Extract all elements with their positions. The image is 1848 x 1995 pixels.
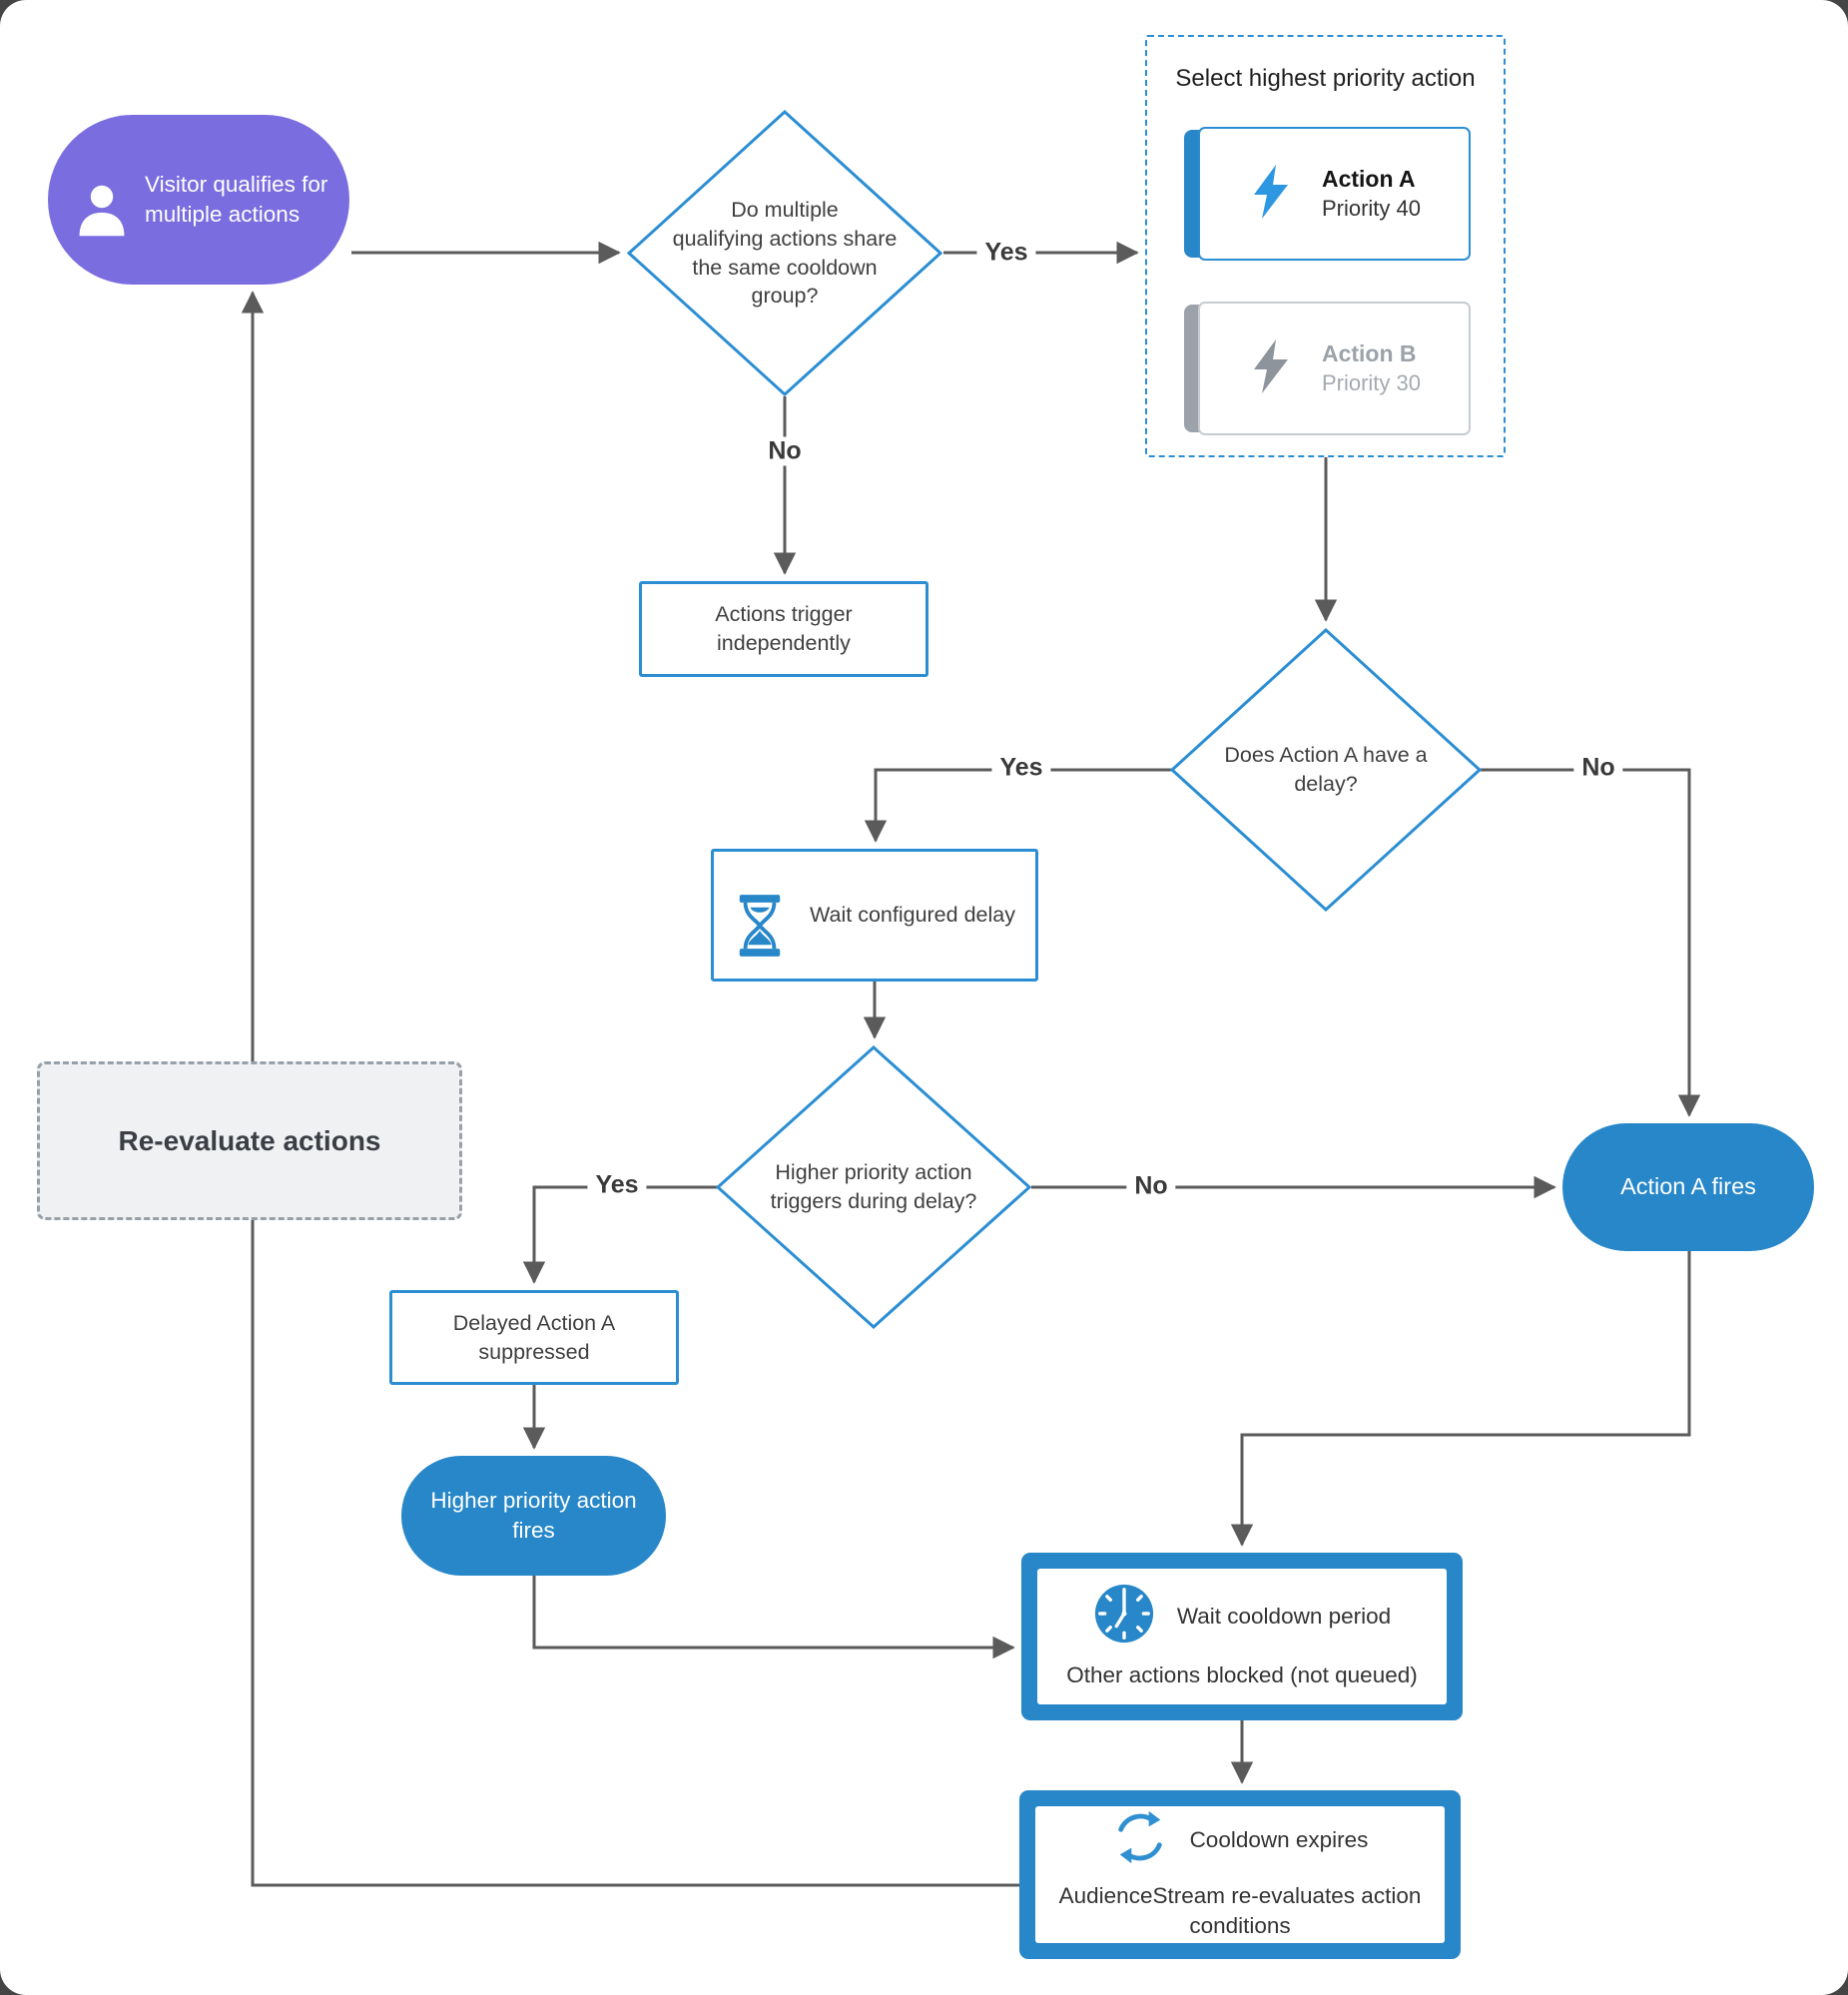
edge-label-no-delay: No (1573, 753, 1623, 783)
higher-priority-fires-node: Higher priority action fires (401, 1456, 666, 1576)
actions-trigger-independently-box: Actions trigger independently (639, 581, 928, 677)
hourglass-icon (734, 866, 786, 965)
edge-label-no-higher-priority: No (1126, 1171, 1176, 1201)
reevaluate-actions-label: Re-evaluate actions (118, 1124, 381, 1156)
action-b-card: Action B Priority 30 (1184, 302, 1471, 435)
clock-icon (1093, 1583, 1155, 1651)
lightning-bolt-icon (1248, 163, 1294, 226)
edge-label-yes-cooldown-group: Yes (976, 238, 1036, 268)
select-priority-group: Select highest priority action Action A … (1145, 35, 1506, 457)
action-a-card: Action A Priority 40 (1184, 127, 1471, 261)
action-a-priority: Priority 40 (1321, 196, 1422, 221)
edge-label-yes-higher-priority: Yes (587, 1170, 647, 1200)
decision-action-a-delay-label: Does Action A have a delay? (1224, 743, 1428, 796)
edge-label-no-cooldown-group: No (760, 436, 810, 466)
higher-priority-fires-label: Higher priority action fires (430, 1487, 637, 1543)
action-b-name: Action B (1321, 340, 1417, 366)
edge-label-yes-delay: Yes (991, 753, 1051, 783)
decision-cooldown-group-label: Do multiple qualifying actions share the… (672, 197, 898, 309)
diamond-shape (1169, 627, 1483, 913)
action-a-name: Action A (1321, 166, 1416, 192)
wait-cooldown-title: Wait cooldown period (1176, 1604, 1392, 1630)
person-icon (72, 152, 132, 249)
decision-higher-priority-during-delay: Higher priority action triggers during d… (715, 1044, 1032, 1330)
start-node-label: Visitor qualifies for multiple actions (145, 171, 328, 227)
decision-action-a-delay: Does Action A have a delay? (1169, 627, 1483, 913)
refresh-icon (1112, 1809, 1168, 1871)
wait-configured-delay-box: Wait configured delay (711, 849, 1038, 982)
action-a-fires-label: Action A fires (1620, 1173, 1756, 1200)
delayed-action-suppressed-label: Delayed Action A suppressed (452, 1310, 616, 1364)
cooldown-expires-box: Cooldown expires AudienceStream re-evalu… (1019, 1790, 1461, 1959)
wait-cooldown-note: Other actions blocked (not queued) (1066, 1662, 1418, 1688)
wait-cooldown-box: Wait cooldown period Other actions block… (1021, 1553, 1463, 1720)
start-node-visitor-qualifies: Visitor qualifies for multiple actions (48, 115, 349, 285)
action-b-priority: Priority 30 (1321, 370, 1422, 395)
diamond-shape (715, 1044, 1032, 1330)
cooldown-expires-title: Cooldown expires (1189, 1827, 1369, 1853)
actions-trigger-independently-label: Actions trigger independently (715, 602, 853, 655)
diamond-shape (626, 109, 943, 397)
reevaluate-actions-box: Re-evaluate actions (37, 1061, 462, 1220)
wait-configured-delay-label: Wait configured delay (810, 903, 1015, 928)
lightning-bolt-icon (1248, 337, 1294, 400)
action-a-fires-node: Action A fires (1562, 1123, 1814, 1251)
cooldown-expires-note: AudienceStream re-evaluates action condi… (1058, 1883, 1422, 1938)
select-priority-title: Select highest priority action (1175, 65, 1476, 92)
decision-higher-priority-label: Higher priority action triggers during d… (770, 1160, 977, 1213)
decision-cooldown-group: Do multiple qualifying actions share the… (626, 109, 943, 397)
delayed-action-suppressed-box: Delayed Action A suppressed (389, 1290, 679, 1385)
